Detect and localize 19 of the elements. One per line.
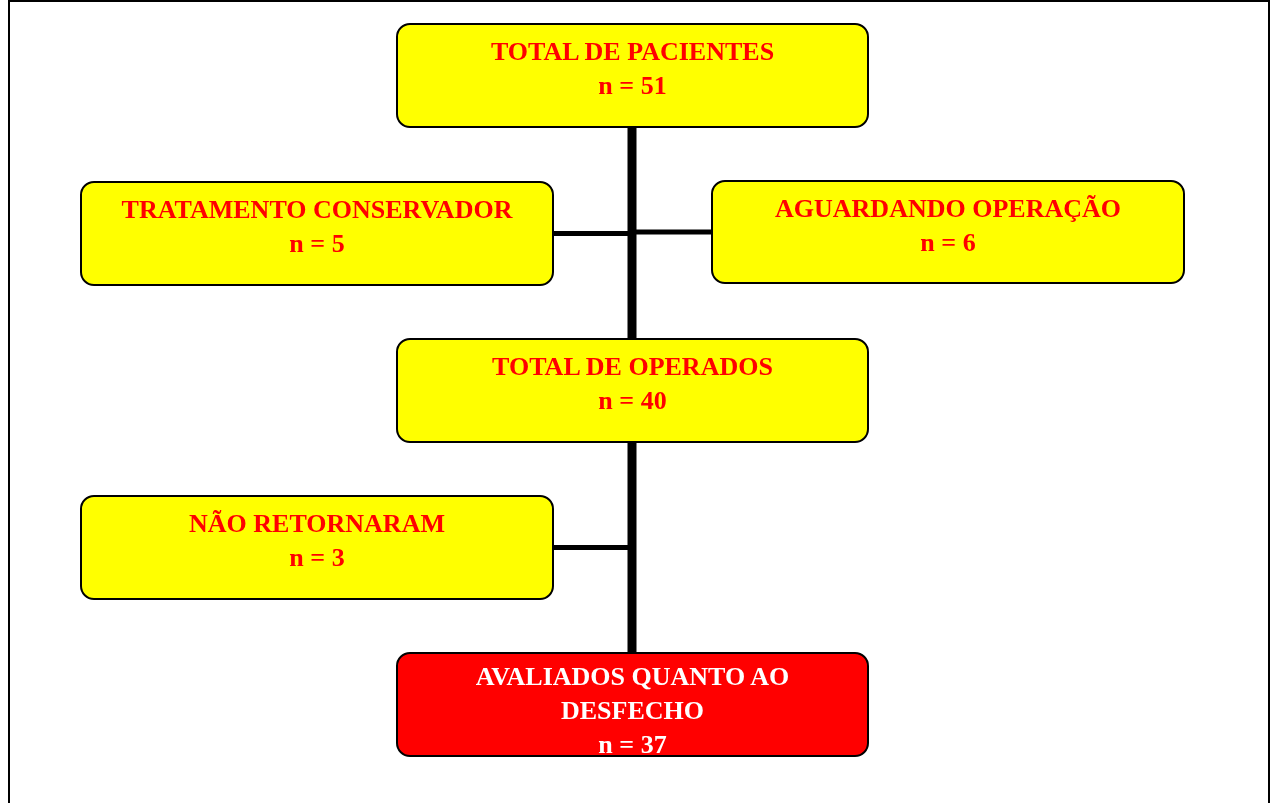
count-text: n = 6	[920, 227, 976, 259]
flow-box	[396, 652, 869, 757]
flow-box	[396, 23, 869, 128]
count-text: n = 5	[289, 228, 345, 260]
box-title: AGUARDANDO OPERAÇÃO	[775, 193, 1121, 225]
count-text: n = 37	[598, 729, 667, 761]
box-title: TOTAL DE OPERADOS	[492, 351, 773, 383]
flow-box	[711, 180, 1185, 284]
count-text: n = 40	[598, 385, 667, 417]
connector-line	[627, 128, 637, 338]
flow-box	[396, 338, 869, 443]
connector-line	[627, 443, 637, 652]
count-text: n = 3	[289, 542, 345, 574]
box-title: TRATAMENTO CONSERVADOR	[121, 194, 513, 226]
count-text: n = 51	[598, 70, 667, 102]
flow-box	[80, 181, 554, 286]
box-title: NÃO RETORNARAM	[189, 508, 445, 540]
flow-box	[80, 495, 554, 600]
box-title: TOTAL DE PACIENTES	[490, 36, 775, 68]
